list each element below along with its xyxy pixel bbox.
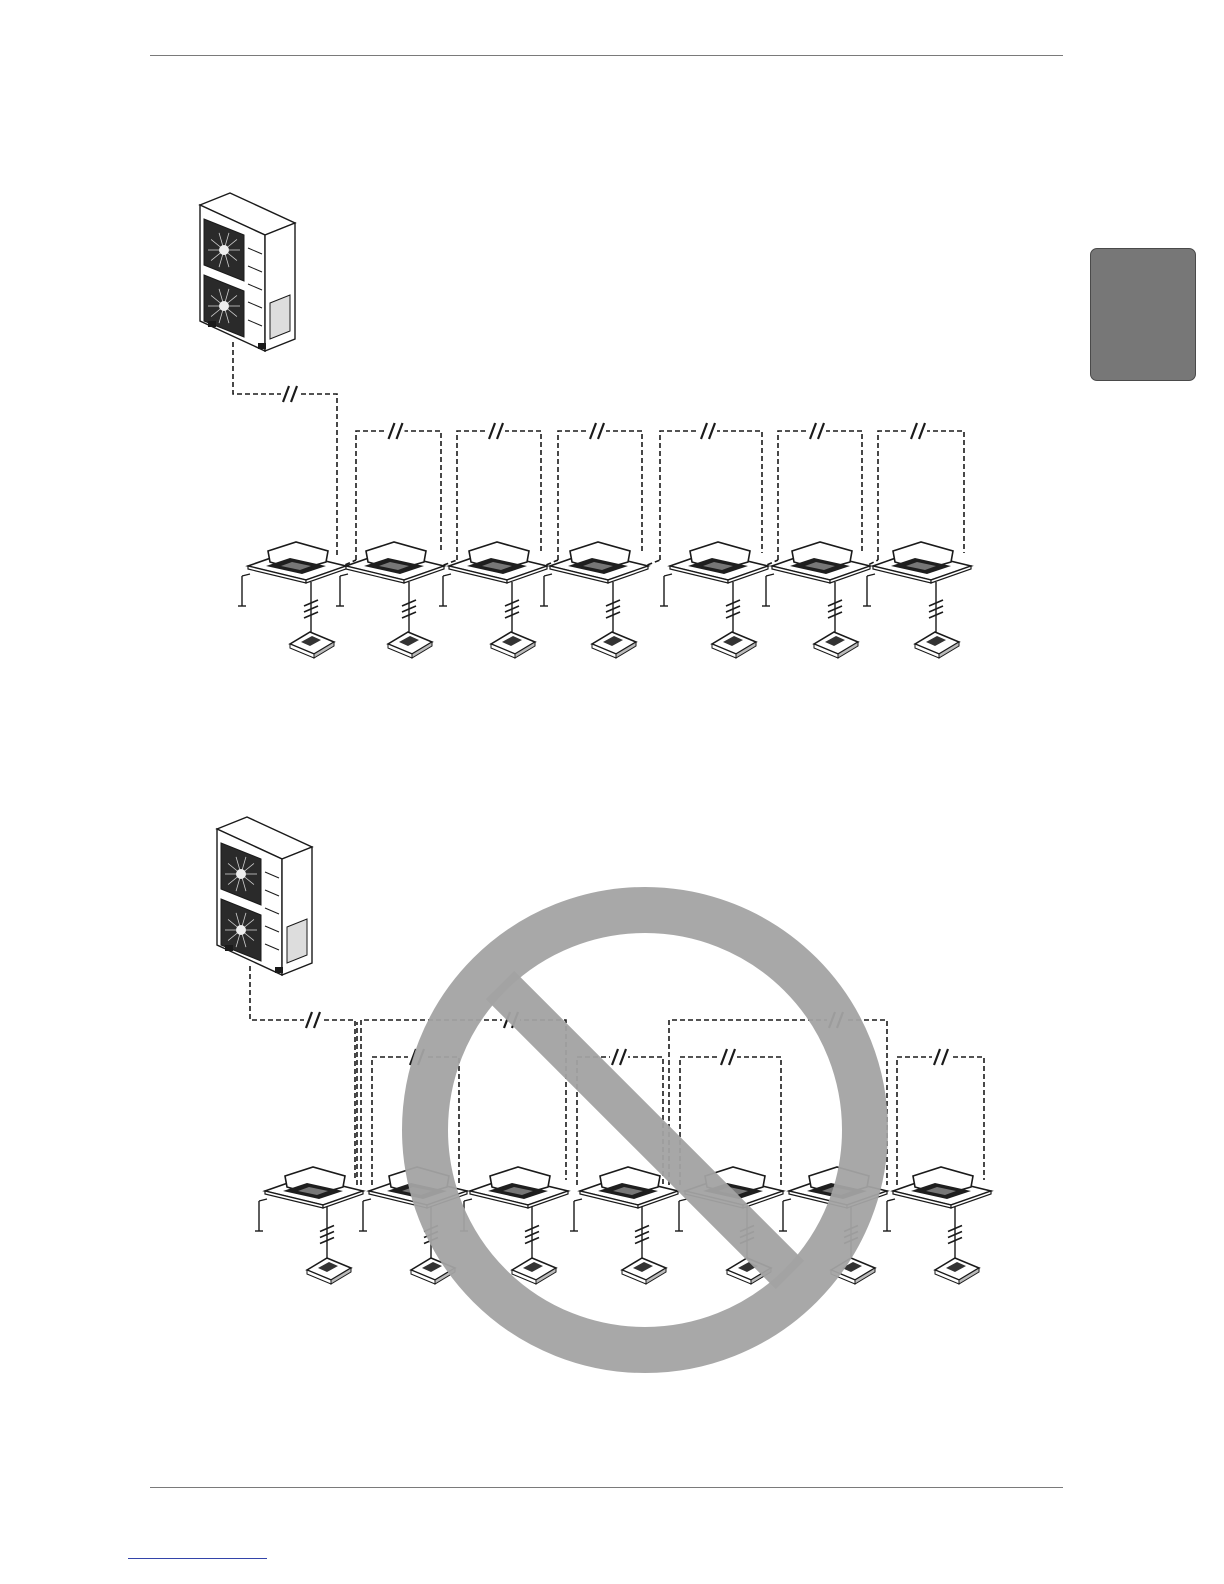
indoor-cassette-unit	[265, 1167, 363, 1208]
remote-controller-icon	[307, 1258, 351, 1284]
remote-controller-icon	[512, 1258, 556, 1284]
line-break-mark	[610, 1049, 628, 1065]
remote-cable	[320, 1207, 334, 1262]
remote-controller-icon	[935, 1258, 979, 1284]
ground-symbol	[570, 1201, 578, 1231]
remote-cable	[525, 1207, 539, 1262]
remote-controller-icon	[622, 1258, 666, 1284]
ground-symbol	[359, 1201, 367, 1231]
indoor-cassette-unit	[893, 1167, 991, 1208]
ground-symbol	[883, 1201, 891, 1231]
line-break-mark	[932, 1049, 950, 1065]
remote-cable	[948, 1207, 962, 1262]
remote-cable	[635, 1207, 649, 1262]
outdoor-unit-icon	[217, 817, 312, 975]
indoor-cassette-unit	[470, 1167, 568, 1208]
ground-symbol	[779, 1201, 787, 1231]
ground-symbol	[675, 1201, 683, 1231]
ground-symbol	[255, 1201, 263, 1231]
line-break-mark	[304, 1012, 322, 1028]
line-break-mark	[719, 1049, 737, 1065]
